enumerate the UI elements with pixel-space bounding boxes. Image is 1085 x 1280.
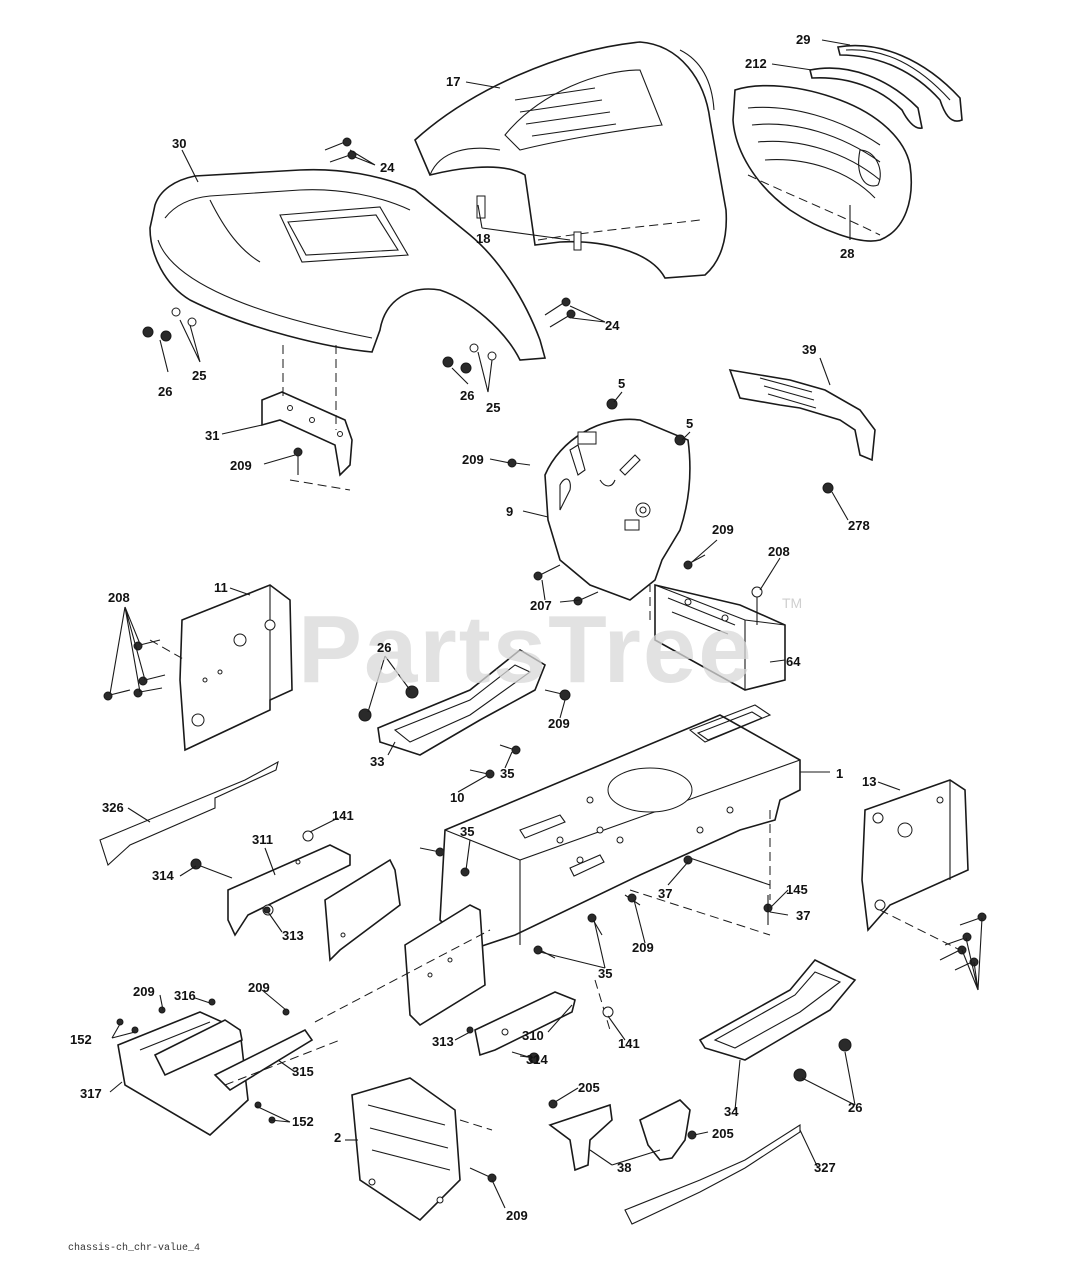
callout-34: 34: [724, 1104, 739, 1119]
callout-1: 1: [836, 766, 843, 781]
console-bracket-part-64: [654, 583, 786, 691]
callout-5: 5: [686, 416, 693, 431]
callout-11: 11: [214, 580, 228, 595]
callout-25: 25: [486, 400, 500, 415]
callout-33: 33: [370, 754, 384, 769]
shift-bracket-part-39: [728, 368, 876, 462]
fasteners: [103, 137, 987, 1183]
callout-152: 152: [70, 1032, 92, 1047]
dash-panel-part-9: [544, 418, 691, 601]
callout-141: 141: [618, 1036, 640, 1051]
diagram-filename: chassis-ch_chr-value_4: [68, 1242, 200, 1254]
callout-313: 313: [432, 1034, 454, 1049]
callout-326: 326: [102, 800, 124, 815]
side-panel-part-11: [179, 584, 293, 752]
callout-207: 207: [530, 598, 552, 613]
callout-310: 310: [522, 1028, 544, 1043]
callout-39: 39: [802, 342, 816, 357]
callout-209: 209: [506, 1208, 528, 1223]
bracket-part-31: [261, 391, 353, 477]
callout-317: 317: [80, 1086, 102, 1101]
callout-26: 26: [460, 388, 474, 403]
callout-13: 13: [862, 774, 876, 789]
callout-152: 152: [292, 1114, 314, 1129]
callout-212: 212: [745, 56, 767, 71]
callout-315: 315: [292, 1064, 314, 1079]
callout-38: 38: [617, 1160, 631, 1175]
callout-209: 209: [548, 716, 570, 731]
plate-part-310: [474, 991, 576, 1057]
callout-64: 64: [786, 654, 801, 669]
main-frame-part-1: [439, 704, 801, 951]
callout-209: 209: [248, 980, 270, 995]
callout-278: 278: [848, 518, 870, 533]
callout-5: 5: [618, 376, 625, 391]
callout-9: 9: [506, 504, 513, 519]
callout-205: 205: [578, 1080, 600, 1095]
callout-29: 29: [796, 32, 810, 47]
grille-part-28: [732, 84, 912, 242]
callout-24: 24: [605, 318, 620, 333]
callout-18: 18: [476, 231, 490, 246]
callout-208: 208: [108, 590, 130, 605]
callout-35: 35: [598, 966, 612, 981]
callout-labels: 29 212 17 30 24 24 18 28 26 25 26 25 5 39 5 31 209 209 9 27…: [70, 32, 876, 1223]
callout-30: 30: [172, 136, 186, 151]
callout-28: 28: [840, 246, 854, 261]
fender-part-30: [149, 168, 547, 361]
hood-trim-part-212: [809, 67, 923, 129]
front-bracket-part-2: [351, 1077, 461, 1222]
callout-209: 209: [230, 458, 252, 473]
callout-205: 205: [712, 1126, 734, 1141]
callout-209: 209: [712, 522, 734, 537]
callout-37: 37: [796, 908, 810, 923]
callout-35: 35: [460, 824, 474, 839]
watermark: PartsTree TM: [298, 595, 802, 703]
frame-plate-left: [324, 858, 486, 1027]
callout-209: 209: [632, 940, 654, 955]
callout-26: 26: [848, 1100, 862, 1115]
callout-35: 35: [500, 766, 514, 781]
assembly-lines: [149, 345, 961, 1131]
callout-209: 209: [133, 984, 155, 999]
callout-24: 24: [380, 160, 395, 175]
callout-37: 37: [658, 886, 672, 901]
callout-141: 141: [332, 808, 354, 823]
side-panel-part-13: [861, 779, 969, 932]
callout-26: 26: [377, 640, 391, 655]
callout-26: 26: [158, 384, 172, 399]
footrest-part-34: [698, 959, 857, 1061]
callout-314: 314: [152, 868, 174, 883]
callout-327: 327: [814, 1160, 836, 1175]
hood-trim-part-29: [837, 44, 963, 122]
callout-31: 31: [205, 428, 219, 443]
hood-part-17: [414, 41, 728, 279]
decal-part-327: [624, 1123, 801, 1225]
watermark-text: PartsTree: [298, 596, 754, 703]
callout-17: 17: [446, 74, 460, 89]
callout-209: 209: [462, 452, 484, 467]
decal-part-326: [99, 760, 279, 866]
callout-316: 316: [174, 988, 196, 1003]
callout-145: 145: [786, 882, 808, 897]
callout-314: 314: [526, 1052, 548, 1067]
leader-lines: [109, 39, 983, 1209]
callout-208: 208: [768, 544, 790, 559]
watermark-tm: TM: [782, 595, 802, 611]
callout-25: 25: [192, 368, 206, 383]
callout-311: 311: [252, 832, 273, 847]
callout-313: 313: [282, 928, 304, 943]
callout-2: 2: [334, 1130, 341, 1145]
pivot-bracket-part-38: [548, 1099, 691, 1172]
callout-10: 10: [450, 790, 464, 805]
footrest-part-33: [377, 649, 546, 756]
